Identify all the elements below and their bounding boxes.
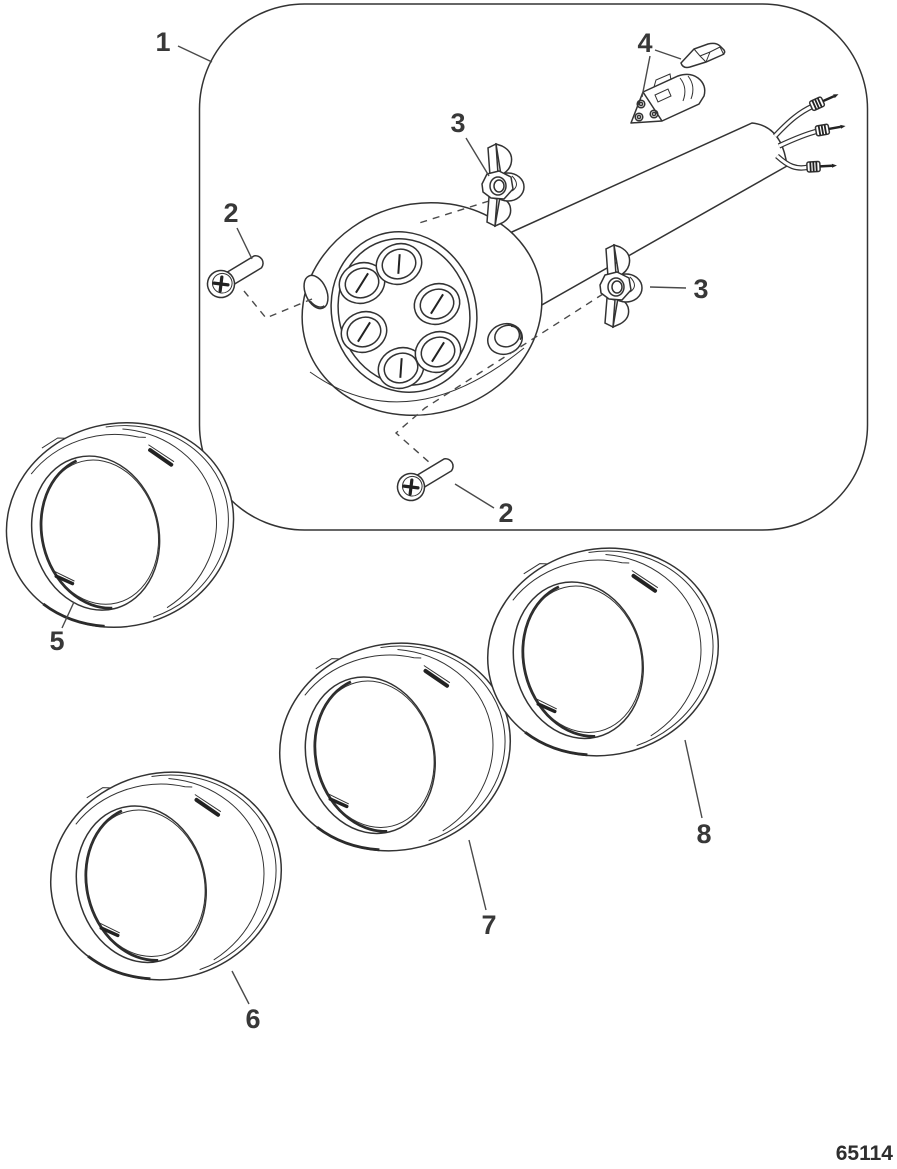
- bezel-6: [26, 745, 306, 1007]
- callout-6-bezel: 6: [245, 1004, 260, 1034]
- lamp-hole: [375, 242, 423, 286]
- connector-wedge-lock: [680, 42, 726, 69]
- docking-light-head: [301, 201, 543, 417]
- callout-2-screw-lower: 2: [498, 498, 513, 528]
- callout-7-bezel: 7: [481, 910, 496, 940]
- lamp-hole: [340, 310, 388, 354]
- callout-5-bezel: 5: [49, 626, 64, 656]
- assembly-dashed-lines: [243, 200, 604, 464]
- callout-1-enclosure: 1: [155, 27, 170, 57]
- callout-leaders: [61, 45, 703, 1005]
- wing-nut-upper: [481, 143, 525, 227]
- lamp-hole: [413, 282, 461, 326]
- bullet-terminal: [807, 88, 842, 113]
- kit-boundary-box: [198, 3, 869, 531]
- callout-4-connector: 4: [637, 28, 652, 58]
- callout-3-wingnut-upper: 3: [450, 108, 465, 138]
- lamp-hole: [338, 261, 386, 305]
- lamp-hole: [414, 330, 462, 374]
- callout-8-bezel: 8: [696, 819, 711, 849]
- bezel-5: [0, 396, 258, 654]
- callout-2-screw-upper: 2: [223, 198, 238, 228]
- bullet-terminal: [805, 159, 839, 174]
- screw-upper: [200, 246, 271, 305]
- bullet-terminal: [813, 119, 848, 138]
- callout-3-wingnut-right: 3: [693, 274, 708, 304]
- connector-housing: [630, 73, 706, 124]
- wing-nut-right: [599, 244, 643, 328]
- drawing-number: 65114: [836, 1142, 894, 1165]
- wire-leads: [772, 103, 819, 171]
